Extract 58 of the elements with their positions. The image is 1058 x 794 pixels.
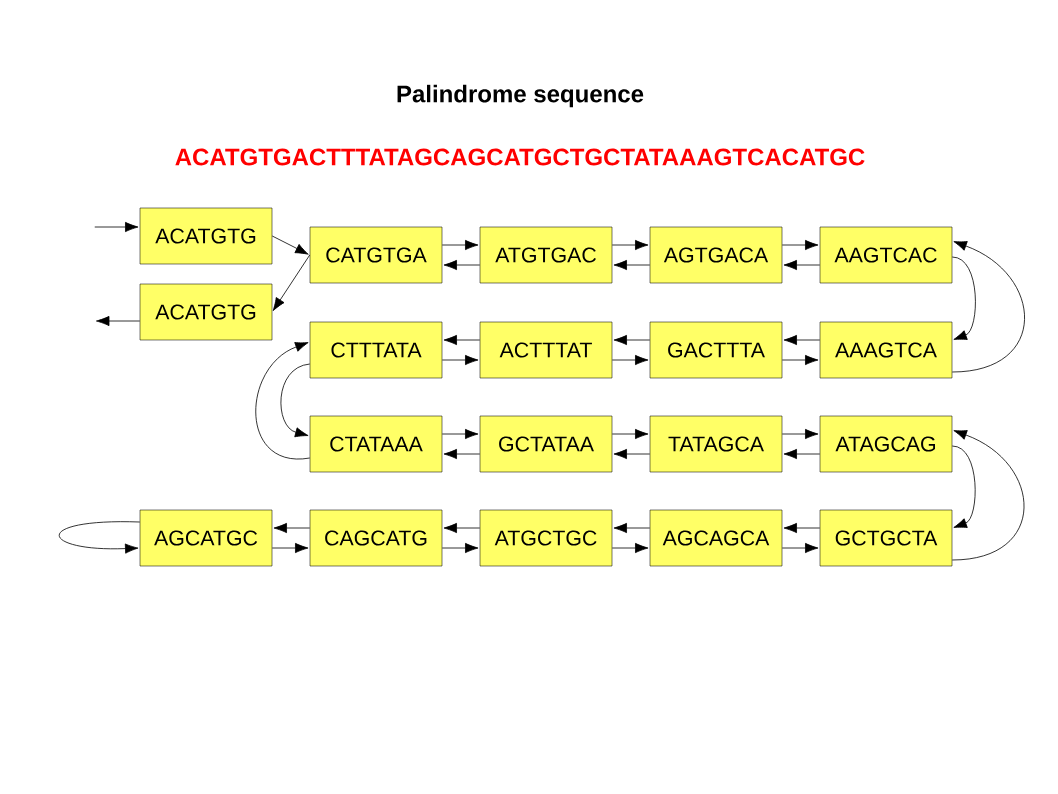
sequence-box: GCTATAA (479, 415, 613, 473)
sequence-box: AGCATGC (139, 509, 273, 567)
arrow (611, 239, 649, 251)
arrow (783, 448, 821, 460)
arrow (611, 428, 649, 440)
arrow (441, 428, 479, 440)
sequence-box: CAGCATG (309, 509, 443, 567)
sequence-box: ATGTGAC (479, 226, 613, 284)
arrow (781, 542, 819, 554)
arrow (58, 521, 141, 554)
arrow (255, 342, 311, 460)
arrow (443, 259, 481, 271)
sequence-box: AAAGTCA (819, 321, 953, 379)
sequence-box: TATAGCA (649, 415, 783, 473)
arrow (781, 239, 819, 251)
arrow (96, 315, 141, 327)
arrow (783, 334, 821, 346)
sequence-box: CATGTGA (309, 226, 443, 284)
sequence-box: AAGTCAC (819, 226, 953, 284)
arrow (611, 542, 649, 554)
arrow (951, 256, 976, 340)
arrow (781, 354, 819, 366)
arrow (951, 445, 976, 528)
arrow (443, 448, 481, 460)
arrow (272, 254, 311, 311)
arrow (441, 239, 479, 251)
arrow (271, 235, 309, 255)
arrow (613, 448, 651, 460)
arrow (441, 542, 479, 554)
title: Palindrome sequence (397, 84, 644, 108)
sequence-box: AGTGACA (649, 226, 783, 284)
sequence-box: ACTTTAT (479, 321, 613, 379)
arrow (613, 522, 651, 534)
arrow (273, 522, 311, 534)
arrow (611, 354, 649, 366)
sequence-box: CTATAAA (309, 415, 443, 473)
sequence-box: ATAGCAG (819, 415, 953, 473)
arrow (783, 259, 821, 271)
sequence-box: ATGCTGC (479, 509, 613, 567)
arrow (781, 428, 819, 440)
arrow (951, 241, 1025, 373)
sequence-box: ACATGTG (139, 207, 273, 265)
sequence-text: ACATGTGACTTTATAGCAGCATGCTGCTATAAAGTCACATGC (175, 148, 865, 166)
arrow (613, 259, 651, 271)
sequence-box: AGCAGCA (649, 509, 783, 567)
sequence-box: CTTTATA (309, 321, 443, 379)
arrow (443, 522, 481, 534)
arrow (951, 430, 1025, 561)
arrow (783, 522, 821, 534)
sequence-box: GCTGCTA (819, 509, 953, 567)
arrow (441, 354, 479, 366)
arrow (280, 363, 311, 438)
sequence-box: ACATGTG (139, 283, 273, 341)
arrow (443, 334, 481, 346)
arrow (94, 221, 139, 233)
arrow (271, 542, 309, 554)
arrow (613, 334, 651, 346)
sequence-box: GACTTTA (649, 321, 783, 379)
